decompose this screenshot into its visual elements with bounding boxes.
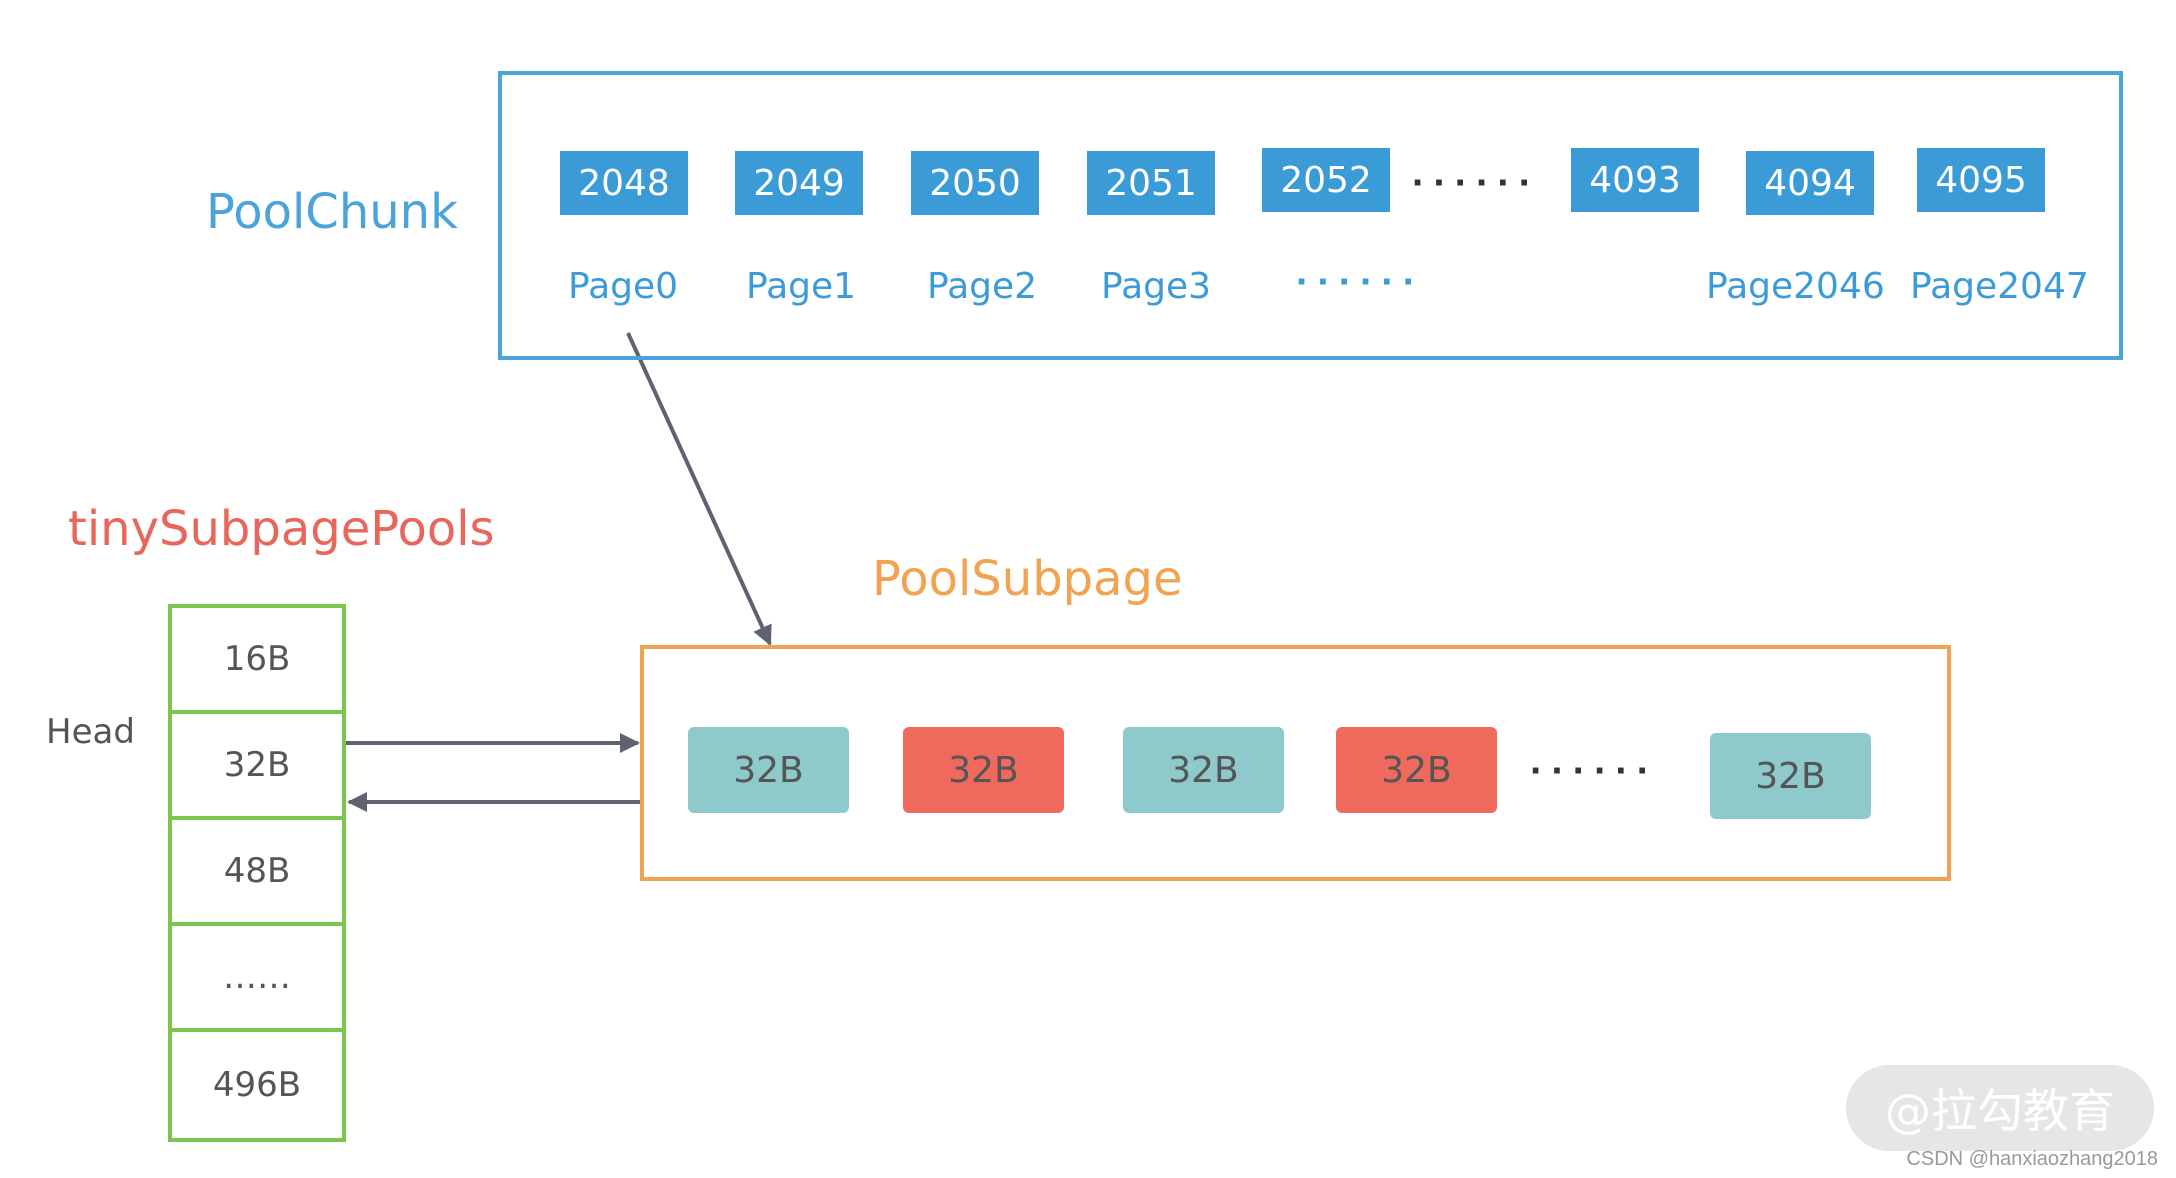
pool-cell-496b: 496B — [212, 1065, 302, 1105]
page-label-page3: Page3 — [1101, 266, 1212, 307]
pool-subpage-title: PoolSubpage — [872, 551, 1183, 607]
pool-cell-16b: 16B — [172, 608, 342, 714]
credit-text: CSDN @hanxiaozhang2018 — [1906, 1148, 2158, 1170]
subpage-element-ellipsis: ······ — [1530, 749, 1658, 793]
pool-cell-ellipsis: …… — [172, 926, 342, 1032]
page-node-2052: 2052 — [1262, 148, 1390, 212]
tiny-subpage-pools-list: 16B 32B 48B …… 496B — [168, 604, 346, 1142]
page-label-page2: Page2 — [927, 266, 1038, 307]
page-label-page2047: Page2047 — [1910, 266, 2089, 307]
pool-chunk-box — [498, 71, 2123, 360]
page-node-2051: 2051 — [1087, 151, 1215, 215]
page-label-ellipsis: ······ — [1296, 260, 1424, 304]
watermark-logo: @拉勾教育 — [1846, 1065, 2154, 1151]
tiny-subpage-pools-title: tinySubpagePools — [68, 501, 495, 557]
page0-to-subpage-arrow — [626, 332, 772, 646]
subpage-element-used: 32B — [903, 727, 1064, 813]
pool-cell-48b: 48B — [172, 820, 342, 926]
pool-cell-32b: 32B — [172, 714, 342, 820]
head-label: Head — [46, 712, 135, 752]
subpage-element-free: 32B — [688, 727, 849, 813]
page-label-page2046: Page2046 — [1706, 266, 1885, 307]
page-node-2048: 2048 — [560, 151, 688, 215]
subpage-element-free: 32B — [1123, 727, 1284, 813]
pool-chunk-title: PoolChunk — [206, 184, 458, 240]
subpage-element-free: 32B — [1710, 733, 1871, 819]
page-label-page0: Page0 — [568, 266, 679, 307]
page-node-4093: 4093 — [1571, 148, 1699, 212]
page-node-4095: 4095 — [1917, 148, 2045, 212]
page-node-2049: 2049 — [735, 151, 863, 215]
page-label-page1: Page1 — [746, 266, 857, 307]
page-node-2050: 2050 — [911, 151, 1039, 215]
pool-subpage-box — [640, 645, 1951, 881]
page-node-4094: 4094 — [1746, 151, 1874, 215]
page-node-ellipsis: ······ — [1412, 161, 1540, 205]
subpage-element-used: 32B — [1336, 727, 1497, 813]
